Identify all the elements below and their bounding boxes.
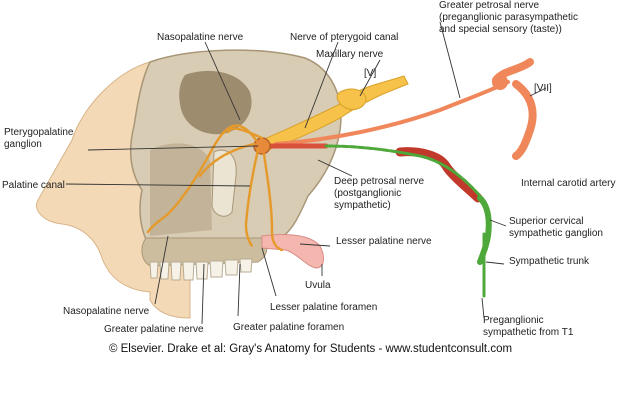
pterygopalatine-line1: Pterygopalatine (4, 127, 74, 138)
superior-cervical-line2: sympathetic ganglion (509, 228, 603, 239)
greater-petrosal-line1: Greater petrosal nerve (439, 0, 540, 11)
geniculate-ganglion (492, 74, 508, 90)
palatine-nerve-branches (146, 124, 284, 252)
copyright-credit: © Elsevier. Drake et al: Gray's Anatomy … (108, 343, 513, 355)
deep-petrosal-line2: (postganglionic (334, 188, 402, 199)
label-cn-v: [V] (364, 68, 377, 79)
label-lesser-palatine-nerve: Lesser palatine nerve (336, 236, 432, 247)
label-pterygopalatine-ganglion: Pterygopalatine ganglion (4, 127, 74, 151)
label-preganglionic-sympathetic: Preganglionic sympathetic from T1 (483, 315, 573, 339)
maxillary-nerve-trunk (261, 75, 409, 151)
maxillary-sinus-plate (211, 149, 237, 217)
label-palatine-canal: Palatine canal (2, 180, 65, 191)
nasal-cavity (150, 143, 212, 236)
deep-petrosal-line1: Deep petrosal nerve (334, 176, 425, 187)
greater-petrosal-line2: (preganglionic parasympathetic (439, 12, 578, 23)
label-greater-palatine-foramen: Greater palatine foramen (233, 322, 345, 333)
label-nerve-of-pterygoid-canal: Nerve of pterygoid canal (290, 32, 399, 43)
greater-petrosal-nerve (274, 80, 510, 146)
label-greater-petrosal-nerve: Greater petrosal nerve (preganglionic pa… (439, 0, 578, 36)
label-internal-carotid-artery: Internal carotid artery (521, 178, 616, 189)
deep-petrosal-nerve (324, 144, 482, 198)
orbit-socket (179, 70, 252, 135)
deep-petrosal-line3: sympathetic) (334, 200, 391, 211)
label-cn-vii: [VII] (534, 83, 552, 94)
label-uvula: Uvula (305, 280, 331, 291)
superior-cervical-ganglion (477, 195, 492, 265)
pterygopalatine-line2: ganglion (4, 139, 42, 150)
label-greater-palatine-nerve: Greater palatine nerve (104, 324, 204, 335)
preganglionic-line2: sympathetic from T1 (483, 327, 574, 338)
label-deep-petrosal-nerve: Deep petrosal nerve (postganglionic symp… (334, 176, 424, 212)
label-nasopalatine-nerve-bottom: Nasopalatine nerve (63, 306, 150, 317)
label-superior-cervical-ganglion: Superior cervical sympathetic ganglion (509, 216, 603, 240)
superior-cervical-line1: Superior cervical (509, 216, 584, 227)
label-lesser-palatine-foramen: Lesser palatine foramen (270, 302, 378, 313)
trigeminal-ganglion-bulb (336, 88, 367, 111)
label-nasopalatine-nerve-top: Nasopalatine nerve (157, 32, 244, 43)
preganglionic-line1: Preganglionic (483, 315, 544, 326)
label-maxillary-nerve: Maxillary nerve (316, 49, 384, 60)
leader-lines (65, 21, 547, 325)
soft-palate-uvula (261, 233, 324, 269)
label-sympathetic-trunk: Sympathetic trunk (509, 256, 590, 267)
upper-teeth (149, 258, 253, 281)
greater-petrosal-line3: and special sensory (taste)) (439, 24, 562, 35)
